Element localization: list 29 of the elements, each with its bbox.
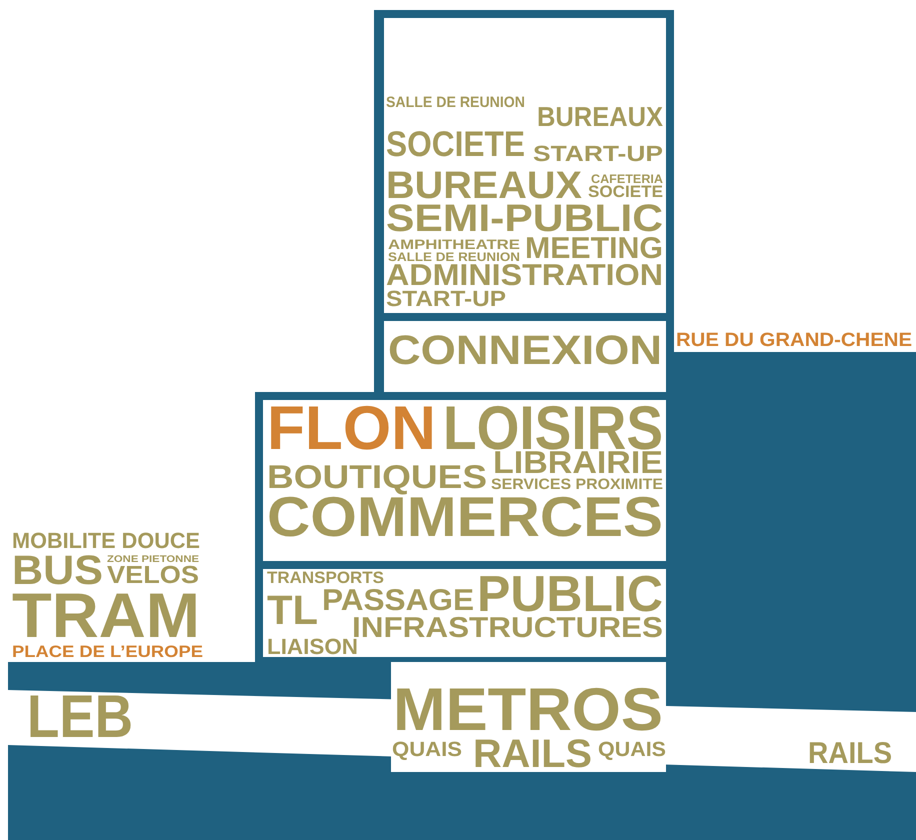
keyword: VELOS [107,564,199,589]
keyword: CAFETERIA [591,172,663,185]
floor-panel [384,18,666,313]
keyword: PASSAGE [322,586,474,617]
floor-panel [263,569,666,657]
keyword: FLON [267,398,436,460]
keyword: TL [267,590,318,632]
keyword: START-UP [533,143,663,166]
keyword: SOCIETE [386,126,525,162]
keyword: SOCIETE [588,184,663,201]
floor-panel [263,400,666,561]
keyword: QUAIS [392,740,462,760]
keyword: CONNEXION [388,330,662,372]
keyword: SALLE DE REUNION [386,95,525,110]
keyword: QUAIS [598,740,666,760]
keyword: TRANSPORTS [267,570,384,587]
floor-panel [384,321,666,392]
keyword: BUS [12,550,103,592]
keyword: LIAISON [267,636,358,658]
keyword: RUE DU GRAND-CHENE [676,330,912,350]
keyword: ZONE PIETONNE [107,554,199,564]
keyword: SERVICES PROXIMITE [491,477,663,492]
keyword: LEB [27,686,133,746]
keyword: RAILS [808,739,892,770]
keyword: BUREAUX [537,102,663,130]
keyword: PLACE DE L’EUROPE [12,644,203,661]
keyword: SALLE DE REUNION [388,250,520,263]
keyword: AMPHITHEATRE [388,238,520,252]
keyword: MOBILITE DOUCE [12,530,200,552]
